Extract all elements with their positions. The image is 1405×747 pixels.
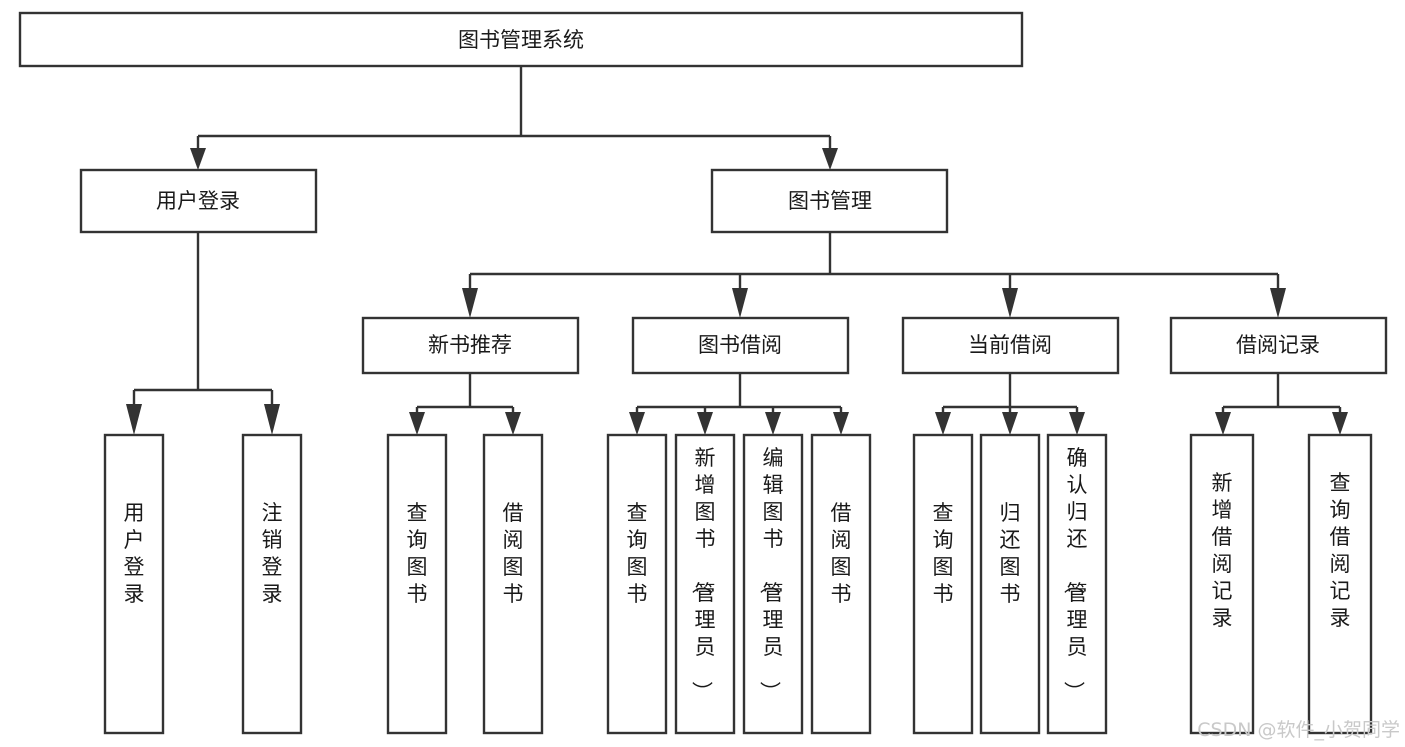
arrow-head-new-book-recommend xyxy=(462,288,478,318)
node-leaf-add-book-box[interactable] xyxy=(674,433,736,735)
arrow-head-leaf-user-login xyxy=(126,404,142,435)
node-current-borrow-label: 当前借阅 xyxy=(968,333,1052,357)
arrow-head-leaf-query-record xyxy=(1332,412,1348,435)
node-leaf-confirm-return[interactable]: 确认归还（管理员） xyxy=(1046,433,1108,735)
node-leaf-borrow-book-1-box[interactable] xyxy=(482,433,544,735)
node-leaf-add-record-box[interactable] xyxy=(1189,433,1255,735)
node-leaf-confirm-return-box[interactable] xyxy=(1046,433,1108,735)
node-leaf-user-logout[interactable]: 注销登录 xyxy=(241,433,303,735)
node-leaf-borrow-book-2-box[interactable] xyxy=(810,433,872,735)
node-leaf-query-book-2-box[interactable] xyxy=(606,433,668,735)
node-borrow-record[interactable]: 借阅记录 xyxy=(1169,316,1388,375)
node-leaf-query-book-1-box[interactable] xyxy=(386,433,448,735)
node-book-manage-box[interactable] xyxy=(710,168,949,234)
node-leaf-return-book-box[interactable] xyxy=(979,433,1041,735)
connector-group-book-borrow xyxy=(629,373,849,435)
arrow-head-leaf-return-book xyxy=(1002,412,1018,435)
node-book-borrow-label: 图书借阅 xyxy=(698,333,782,357)
connector-group-borrow-record xyxy=(1215,373,1348,435)
node-leaf-query-record-label: 查询借阅记录 xyxy=(1330,471,1351,630)
node-root-box[interactable] xyxy=(18,11,1024,68)
node-leaf-add-record[interactable]: 新增借阅记录 xyxy=(1189,433,1255,735)
node-leaf-query-book-3-label: 查询图书 xyxy=(933,501,954,606)
arrow-head-leaf-confirm-return xyxy=(1069,412,1085,435)
node-book-manage[interactable]: 图书管理 xyxy=(710,168,949,234)
arrow-head-leaf-user-logout xyxy=(264,404,280,435)
connector-group-user-login xyxy=(126,232,280,435)
node-leaf-edit-book[interactable]: 编辑图书（管理员） xyxy=(742,433,804,735)
connector-group-root xyxy=(190,66,838,170)
node-leaf-query-book-2-label: 查询图书 xyxy=(627,501,648,606)
node-current-borrow-box[interactable] xyxy=(901,316,1120,375)
csdn-watermark: CSDN @软件_小贺同学 xyxy=(1197,719,1400,741)
node-leaf-add-record-label: 新增借阅记录 xyxy=(1212,471,1233,630)
node-leaf-user-login-label: 用户登录 xyxy=(124,501,145,606)
node-book-borrow-box[interactable] xyxy=(631,316,850,375)
node-leaf-confirm-return-label: 确认归还（管理员） xyxy=(1062,446,1088,702)
node-user-login-label: 用户登录 xyxy=(156,189,240,213)
arrow-head-leaf-add-record xyxy=(1215,412,1231,435)
node-book-manage-label: 图书管理 xyxy=(788,189,872,213)
node-leaf-user-login[interactable]: 用户登录 xyxy=(103,433,165,735)
arrow-head-leaf-borrow-book-1 xyxy=(505,412,521,435)
arrow-head-leaf-borrow-book-2 xyxy=(833,412,849,435)
node-current-borrow[interactable]: 当前借阅 xyxy=(901,316,1120,375)
node-new-book-recommend[interactable]: 新书推荐 xyxy=(361,316,580,375)
arrow-head-borrow-record xyxy=(1270,288,1286,318)
connector-group-book-manage xyxy=(462,232,1286,318)
node-leaf-query-record-box[interactable] xyxy=(1307,433,1373,735)
arrow-head-leaf-query-book-3 xyxy=(935,412,951,435)
connector-group-current-borrow xyxy=(935,373,1085,435)
node-leaf-query-book-3-box[interactable] xyxy=(912,433,974,735)
arrow-head-book-borrow xyxy=(732,288,748,318)
node-leaf-user-logout-box[interactable] xyxy=(241,433,303,735)
node-leaf-return-book[interactable]: 归还图书 xyxy=(979,433,1041,735)
connector-group-new-book-recommend xyxy=(409,373,521,435)
node-leaf-query-book-2[interactable]: 查询图书 xyxy=(606,433,668,735)
node-leaf-query-record[interactable]: 查询借阅记录 xyxy=(1307,433,1373,735)
node-leaf-query-book-1-label: 查询图书 xyxy=(407,501,428,606)
node-leaf-edit-book-label: 编辑图书（管理员） xyxy=(758,446,784,702)
node-leaf-borrow-book-2-label: 借阅图书 xyxy=(831,501,852,606)
node-root-label: 图书管理系统 xyxy=(458,28,584,52)
arrow-head-book-manage xyxy=(822,148,838,170)
arrow-head-leaf-query-book-2 xyxy=(629,412,645,435)
node-leaf-borrow-book-2[interactable]: 借阅图书 xyxy=(810,433,872,735)
node-user-login-box[interactable] xyxy=(79,168,318,234)
arrow-head-current-borrow xyxy=(1002,288,1018,318)
node-root[interactable]: 图书管理系统 xyxy=(18,11,1024,68)
node-leaf-add-book-label: 新增图书（管理员） xyxy=(690,446,716,702)
node-leaf-query-book-3[interactable]: 查询图书 xyxy=(912,433,974,735)
node-borrow-record-label: 借阅记录 xyxy=(1236,333,1320,357)
node-user-login[interactable]: 用户登录 xyxy=(79,168,318,234)
arrow-head-leaf-add-book xyxy=(697,412,713,435)
node-leaf-query-book-1[interactable]: 查询图书 xyxy=(386,433,448,735)
node-book-borrow[interactable]: 图书借阅 xyxy=(631,316,850,375)
node-leaf-borrow-book-1[interactable]: 借阅图书 xyxy=(482,433,544,735)
arrow-head-leaf-query-book-1 xyxy=(409,412,425,435)
node-new-book-recommend-box[interactable] xyxy=(361,316,580,375)
arrow-head-leaf-edit-book xyxy=(765,412,781,435)
node-leaf-user-login-box[interactable] xyxy=(103,433,165,735)
node-new-book-recommend-label: 新书推荐 xyxy=(428,333,512,357)
node-leaf-user-logout-label: 注销登录 xyxy=(262,501,283,606)
node-borrow-record-box[interactable] xyxy=(1169,316,1388,375)
node-leaf-edit-book-box[interactable] xyxy=(742,433,804,735)
arrow-head-user-login xyxy=(190,148,206,170)
node-leaf-add-book[interactable]: 新增图书（管理员） xyxy=(674,433,736,735)
node-leaf-return-book-label: 归还图书 xyxy=(1000,501,1021,606)
node-leaf-borrow-book-1-label: 借阅图书 xyxy=(503,501,524,606)
